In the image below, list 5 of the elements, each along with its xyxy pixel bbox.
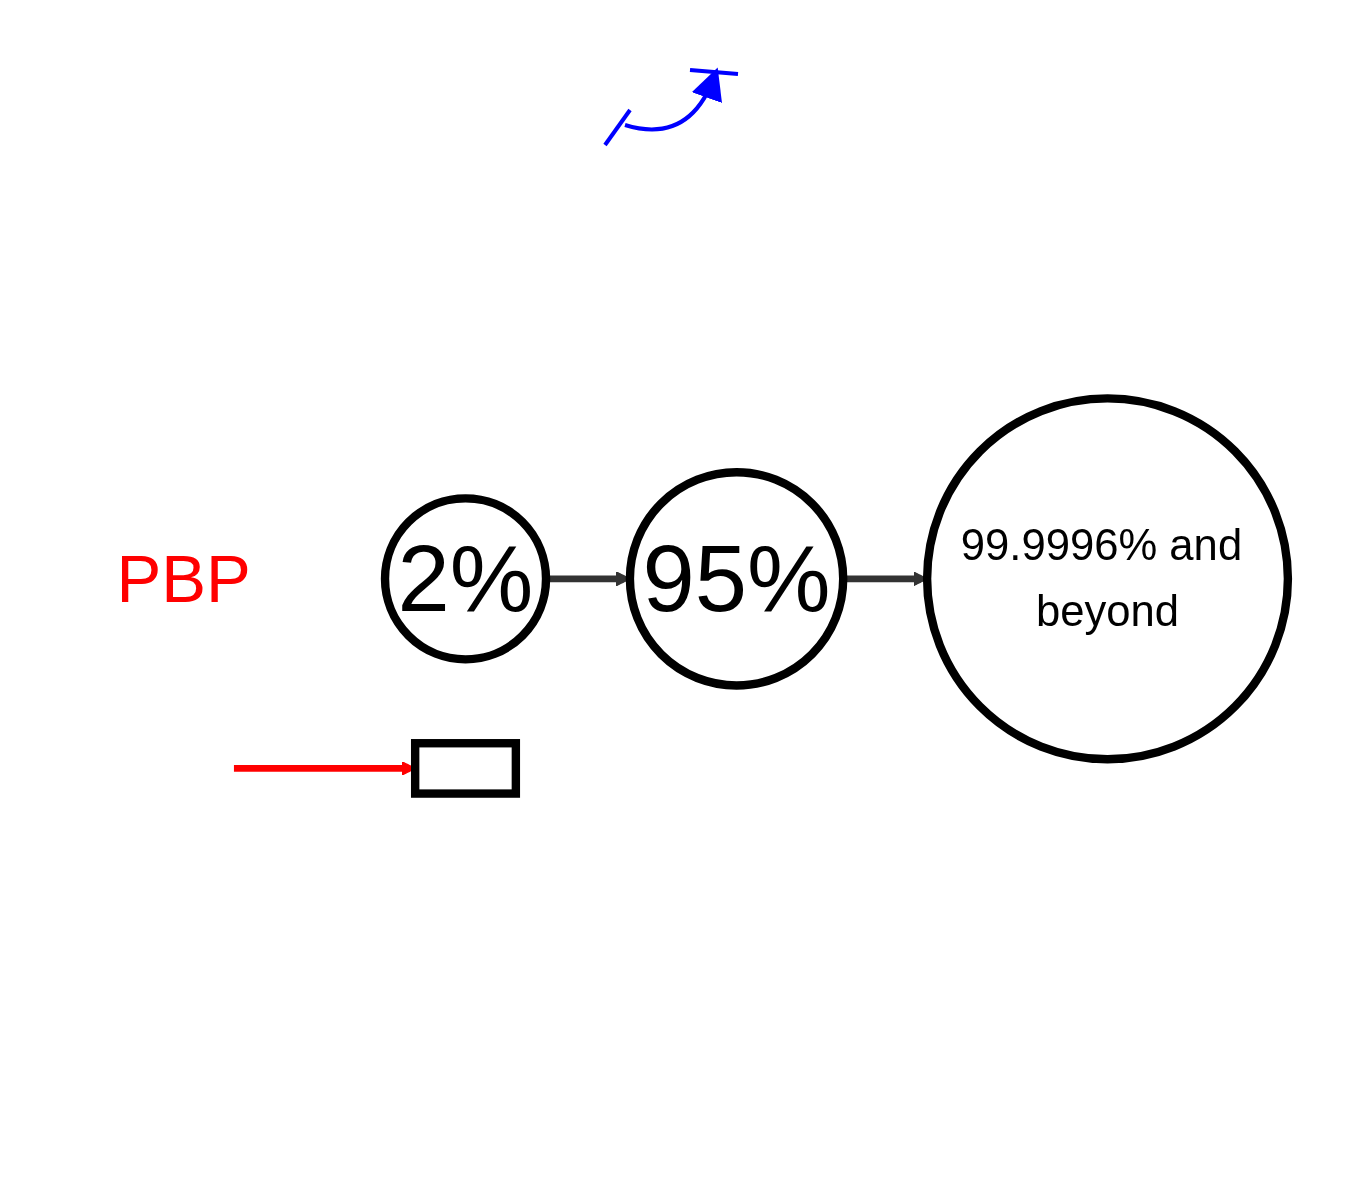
node-circle: 99.9996% and beyond [922,393,1293,763]
node-label: PBP [116,541,251,616]
node-circle: 2% [380,493,551,663]
node-circle: 95% [625,467,848,690]
node-box [410,738,521,798]
